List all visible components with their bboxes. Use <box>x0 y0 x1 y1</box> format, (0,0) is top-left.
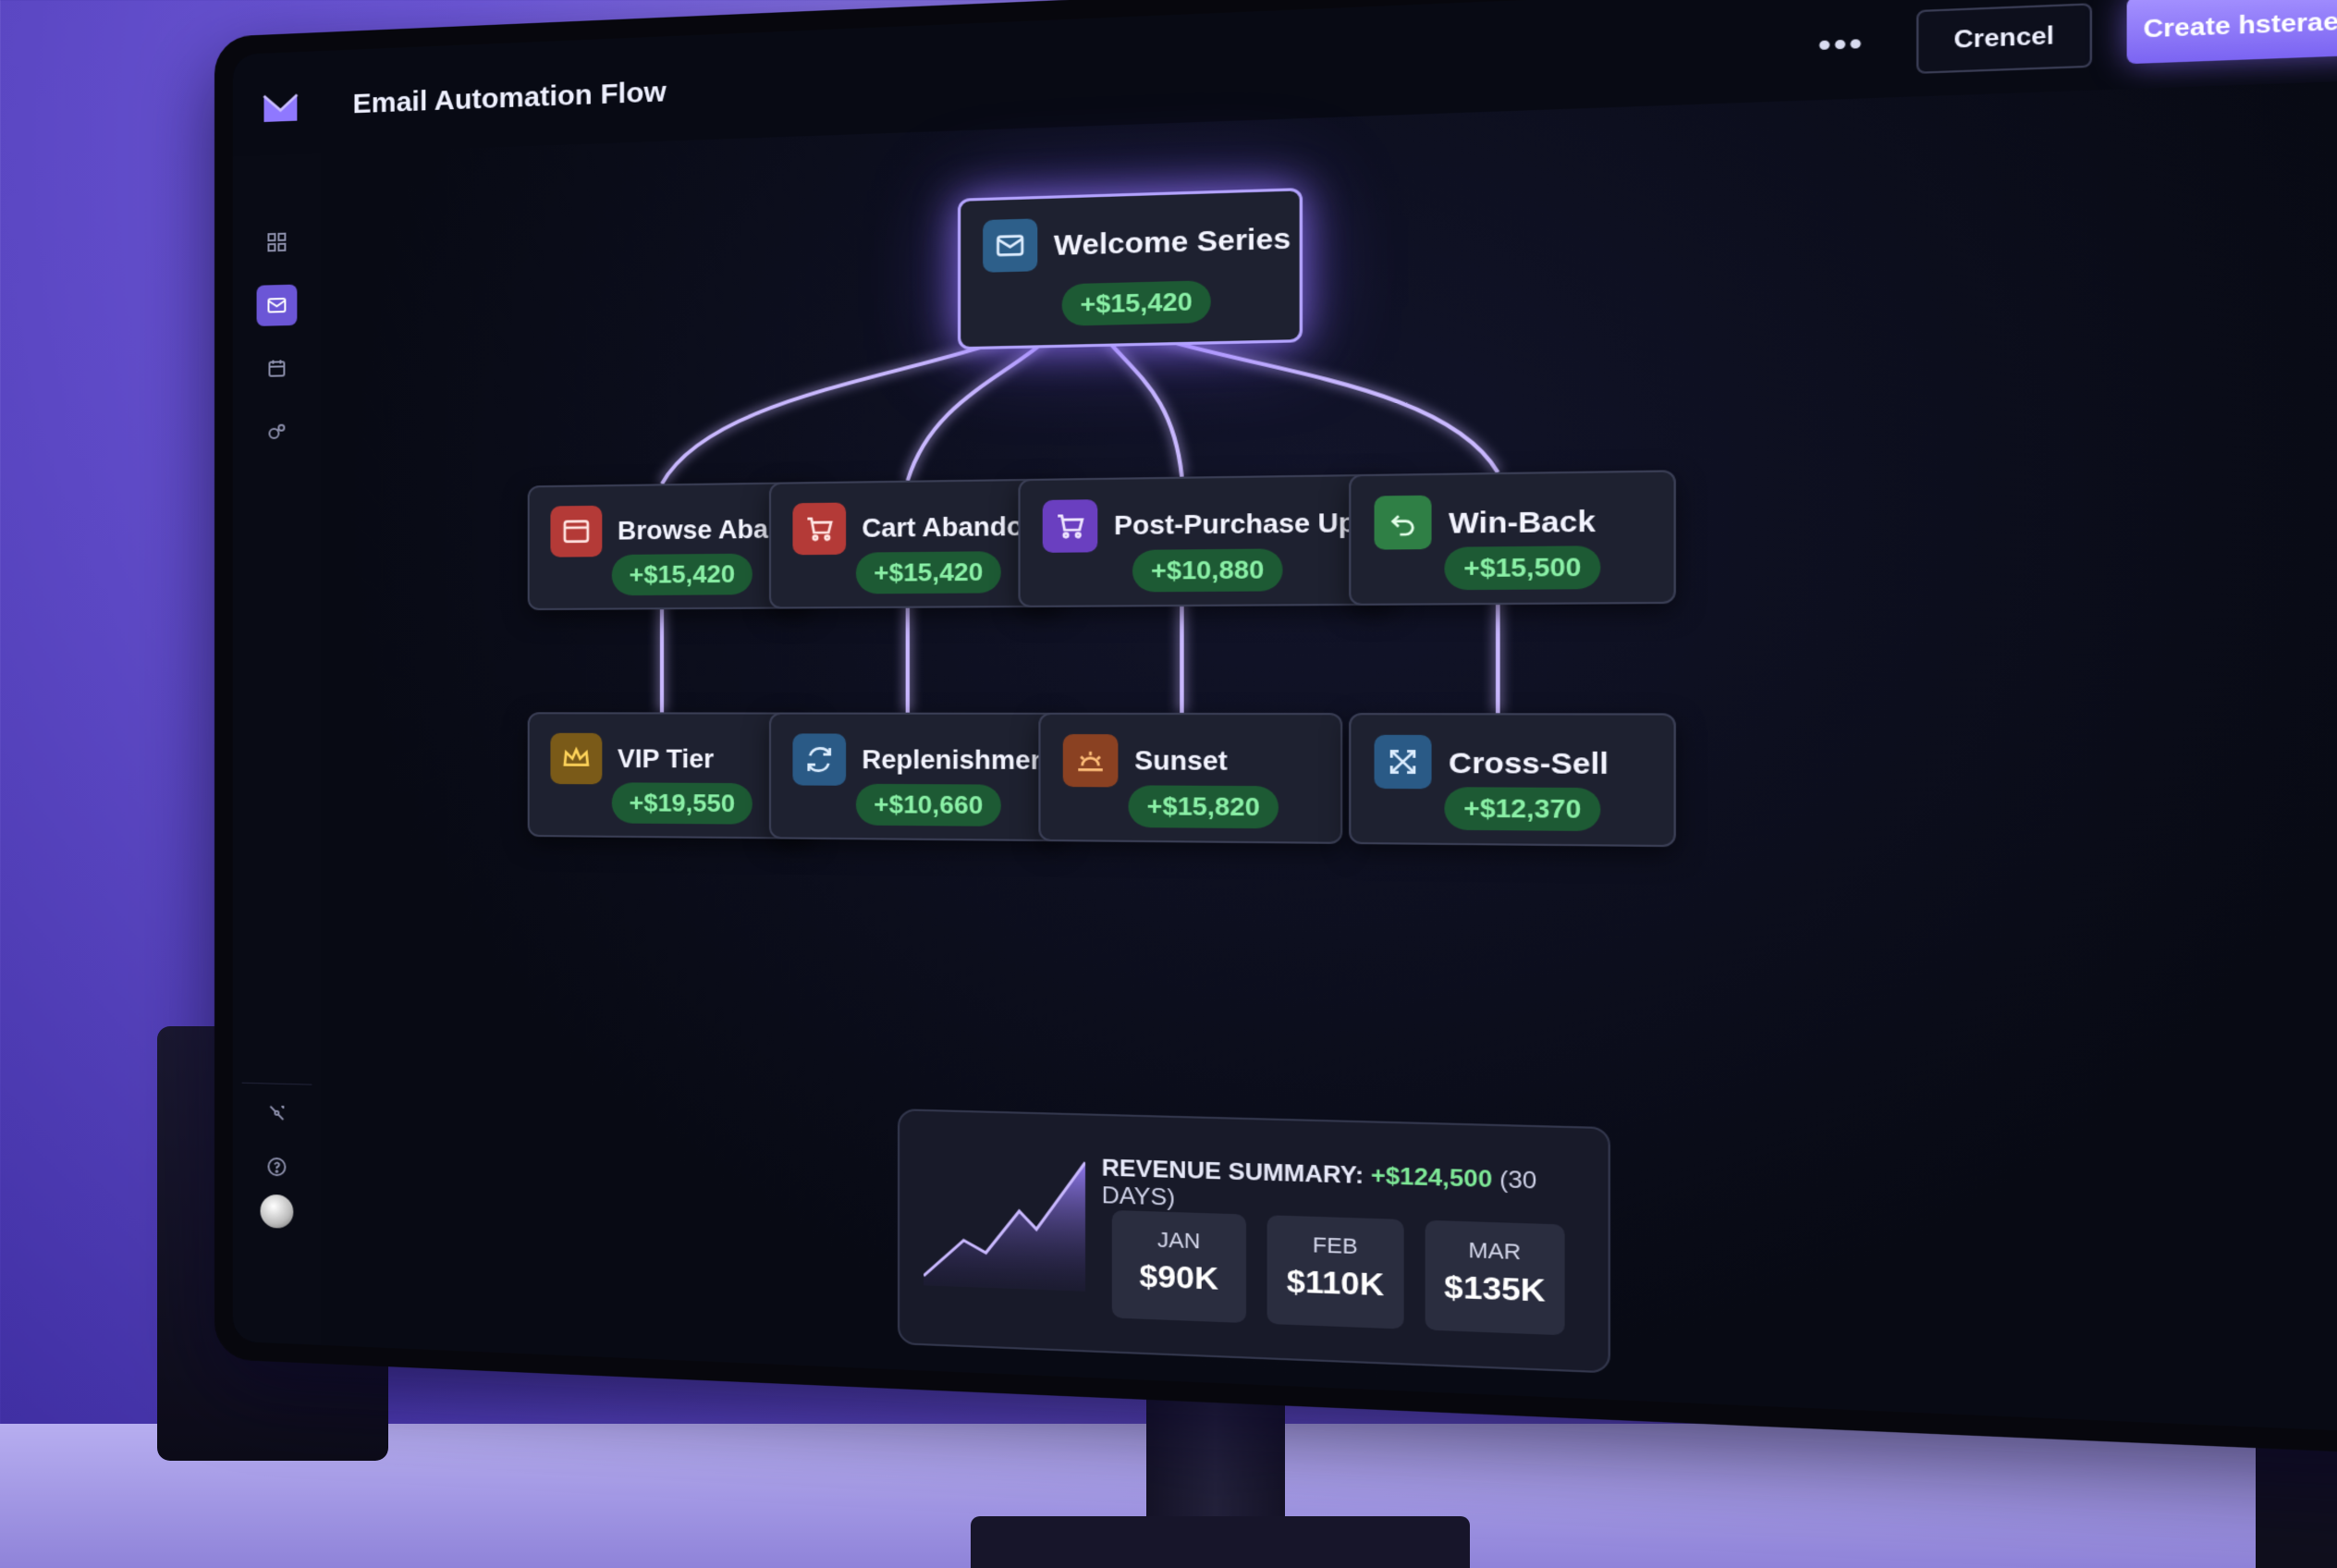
refresh-icon <box>792 733 847 786</box>
revenue-trend-icon <box>924 1150 1086 1292</box>
node-revenue-badge: +$15,500 <box>1444 545 1601 591</box>
flow-node-welcome-series[interactable]: Welcome Series +$15,420 <box>957 188 1303 350</box>
node-revenue-badge: +$10,660 <box>855 783 1002 827</box>
integrations-icon <box>265 1101 288 1124</box>
flow-node-post-purchase-upsell[interactable]: Post-Purchase Upsell +$10,880 <box>1018 473 1403 608</box>
node-revenue-badge: +$12,370 <box>1444 787 1601 832</box>
month-name: FEB <box>1312 1232 1358 1259</box>
flow-canvas: Welcome Series +$15,420 Browse Abandon +… <box>321 78 2337 1436</box>
revenue-summary-card: REVENUE SUMMARY: +$124,500 (30 DAYS) JAN… <box>898 1109 1610 1374</box>
flow-node-sunset[interactable]: Sunset +$15,820 <box>1038 712 1343 844</box>
node-title: Welcome Series <box>1053 222 1291 263</box>
sidebar-item-help[interactable] <box>257 1145 298 1188</box>
browser-window-icon <box>550 505 603 557</box>
sidebar-item-calendar[interactable] <box>257 348 298 389</box>
sidebar <box>232 153 323 1345</box>
monitor-stand-base <box>971 1516 1470 1568</box>
sidebar-item-integrations[interactable] <box>257 1092 298 1133</box>
logo-icon <box>261 87 301 122</box>
avatar[interactable] <box>260 1194 294 1229</box>
shopping-cart-icon <box>1042 499 1098 553</box>
shopping-cart-icon <box>792 502 847 556</box>
mail-icon <box>983 218 1038 273</box>
node-title: VIP Tier <box>617 744 715 774</box>
sidebar-divider <box>241 1082 312 1085</box>
node-title: Replenishment <box>862 745 1057 776</box>
month-value: $90K <box>1139 1257 1218 1297</box>
grid-icon <box>265 231 288 254</box>
node-title: Cart Abandon <box>862 511 1041 544</box>
node-title: Cross-Sell <box>1449 746 1609 781</box>
node-revenue-badge: +$15,420 <box>1061 280 1211 326</box>
month-name: JAN <box>1156 1227 1201 1254</box>
node-title: Sunset <box>1134 745 1228 777</box>
more-options-button[interactable]: ••• <box>1817 24 1865 66</box>
month-tile-jan: JAN $90K <box>1111 1209 1247 1324</box>
node-revenue-badge: +$15,420 <box>611 553 753 596</box>
month-tile-feb: FEB $110K <box>1266 1215 1404 1329</box>
node-revenue-badge: +$15,820 <box>1128 785 1279 829</box>
sidebar-item-dashboard[interactable] <box>257 221 298 263</box>
crown-icon <box>550 732 603 785</box>
month-name: MAR <box>1468 1237 1522 1265</box>
automation-icon <box>265 421 288 444</box>
mail-icon <box>265 294 288 317</box>
node-title: Win-Back <box>1449 505 1596 541</box>
top-bar: Email Automation Flow ••• Crencel Create… <box>233 0 2337 156</box>
flow-node-cross-sell[interactable]: Cross-Sell +$12,370 <box>1349 713 1676 848</box>
node-revenue-badge: +$10,880 <box>1132 548 1283 593</box>
flow-node-win-back[interactable]: Win-Back +$15,500 <box>1349 470 1676 606</box>
calendar-icon <box>265 357 288 380</box>
month-tile-mar: MAR $135K <box>1425 1219 1565 1336</box>
flow-node-replenishment[interactable]: Replenishment +$10,660 <box>768 712 1063 842</box>
monitor: Email Automation Flow ••• Crencel Create… <box>214 0 2337 1458</box>
app-window: Email Automation Flow ••• Crencel Create… <box>232 0 2337 1436</box>
sunset-icon <box>1062 734 1119 788</box>
cancel-button[interactable]: Crencel <box>1916 3 2093 74</box>
create-button[interactable]: Create hsteraen <box>2126 0 2337 65</box>
arrows-cross-icon <box>1374 734 1432 790</box>
undo-arrow-icon <box>1374 495 1432 550</box>
sidebar-item-email[interactable] <box>256 284 298 326</box>
sidebar-item-automations[interactable] <box>257 410 298 452</box>
summary-amount: +$124,500 <box>1370 1162 1493 1194</box>
help-icon <box>265 1156 288 1179</box>
month-value: $110K <box>1286 1263 1385 1303</box>
month-value: $135K <box>1444 1268 1546 1309</box>
page-title: Email Automation Flow <box>352 76 667 120</box>
node-revenue-badge: +$15,420 <box>855 551 1002 594</box>
node-revenue-badge: +$19,550 <box>611 782 753 825</box>
